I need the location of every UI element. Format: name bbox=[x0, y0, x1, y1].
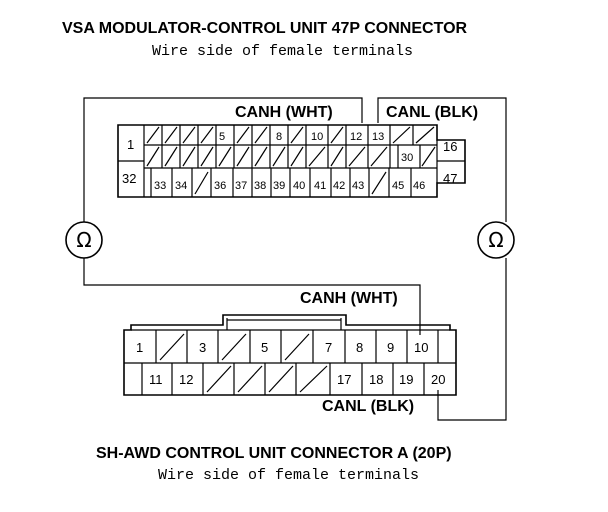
top-pin-32: 32 bbox=[122, 171, 136, 186]
bottom-pin-12: 12 bbox=[179, 372, 193, 387]
top-pin-12: 12 bbox=[350, 131, 362, 143]
top-wires bbox=[83, 97, 507, 421]
top-pin-40: 40 bbox=[293, 180, 305, 192]
bottom-pin-1: 1 bbox=[136, 340, 143, 355]
top-canl-label: CANL (BLK) bbox=[386, 104, 478, 121]
top-row3-cells bbox=[150, 168, 412, 197]
bottom-pin-7: 7 bbox=[325, 340, 332, 355]
right-ohmmeter-icon: Ω bbox=[477, 221, 515, 259]
top-row2-cells bbox=[146, 145, 436, 168]
top-pin-30: 30 bbox=[401, 152, 413, 164]
bottom-pin-20: 20 bbox=[431, 372, 445, 387]
top-pin-41: 41 bbox=[314, 180, 326, 192]
top-pin-45: 45 bbox=[392, 180, 404, 192]
top-pin-8: 8 bbox=[276, 131, 282, 143]
bottom-pin-11: 11 bbox=[149, 372, 163, 387]
top-pin-13: 13 bbox=[372, 131, 384, 143]
bottom-canl-label: CANL (BLK) bbox=[322, 398, 414, 415]
bottom-connector: 1 3 5 7 8 9 10 11 12 17 18 19 20 bbox=[123, 314, 457, 396]
top-pin-43: 43 bbox=[352, 180, 364, 192]
top-row1-cells bbox=[146, 125, 435, 145]
top-pin-10: 10 bbox=[311, 131, 323, 143]
top-pin-34: 34 bbox=[175, 180, 187, 192]
left-ohmmeter-icon: Ω bbox=[65, 221, 103, 259]
bottom-pin-10: 10 bbox=[414, 340, 428, 355]
top-pin-5: 5 bbox=[219, 131, 225, 143]
bottom-pin-8: 8 bbox=[356, 340, 363, 355]
bottom-canh-label: CANH (WHT) bbox=[300, 290, 398, 307]
top-connector: 1 5 8 10 12 13 16 30 32 33 34 36 37 38 3… bbox=[117, 124, 466, 198]
top-pin-16: 16 bbox=[443, 139, 457, 154]
top-pin-39: 39 bbox=[273, 180, 285, 192]
top-pin-42: 42 bbox=[333, 180, 345, 192]
top-pin-1: 1 bbox=[127, 137, 134, 152]
bottom-pin-3: 3 bbox=[199, 340, 206, 355]
top-pin-33: 33 bbox=[154, 180, 166, 192]
top-pin-37: 37 bbox=[235, 180, 247, 192]
bottom-pin-19: 19 bbox=[399, 372, 413, 387]
top-pin-47: 47 bbox=[443, 171, 457, 186]
top-pin-38: 38 bbox=[254, 180, 266, 192]
bottom-pin-9: 9 bbox=[387, 340, 394, 355]
bottom-pin-5: 5 bbox=[261, 340, 268, 355]
top-canh-label: CANH (WHT) bbox=[235, 104, 333, 121]
bottom-connector-title: SH-AWD CONTROL UNIT CONNECTOR A (20P) bbox=[96, 445, 452, 462]
top-connector-subtitle: Wire side of female terminals bbox=[152, 43, 413, 60]
top-connector-title: VSA MODULATOR-CONTROL UNIT 47P CONNECTOR bbox=[62, 20, 468, 37]
svg-text:Ω: Ω bbox=[76, 228, 91, 252]
top-pin-36: 36 bbox=[214, 180, 226, 192]
bottom-pin-18: 18 bbox=[369, 372, 383, 387]
bottom-pin-17: 17 bbox=[337, 372, 351, 387]
svg-text:Ω: Ω bbox=[488, 228, 503, 252]
top-pin-46: 46 bbox=[413, 180, 425, 192]
bottom-connector-subtitle: Wire side of female terminals bbox=[158, 467, 419, 484]
